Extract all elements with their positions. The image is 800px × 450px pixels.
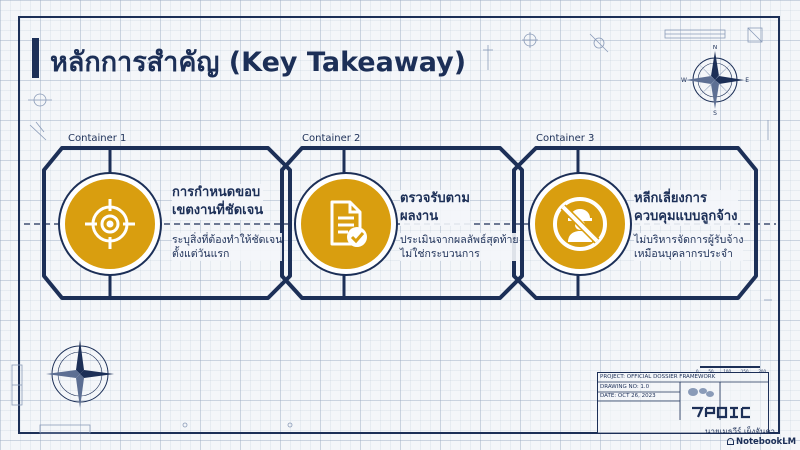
page-title: หลักการสำคัญ (Key Takeaway) [50,47,467,78]
drawing-line: DRAWING NO: 1.0 [600,384,650,390]
container-3-desc: ไม่บริหารจัดการผู้รับจ้าง เหมือนบุคลากรป… [634,233,744,261]
container-3-outline [512,146,758,300]
outer-frame [18,16,780,434]
container-3-label: Container 3 [536,133,595,144]
no-worker-icon [553,197,607,251]
project-line: PROJECT: OFFICIAL DOSSIER FRAMEWORK [600,374,716,380]
container-1-outline [42,146,292,300]
title-accent-bar [32,38,39,78]
notebooklm-brand: NotebookLM [727,437,796,447]
container-2-title: ตรวจรับตาม ผลงาน [400,190,470,226]
container-1-title: การกำหนดขอบ เขตงานที่ชัดเจน [172,184,264,220]
document-check-icon [330,200,367,247]
document-circle [296,174,396,274]
container-2-outline [280,146,524,300]
container-1-label: Container 1 [68,133,127,144]
container-3-title: หลีกเลี่ยงการ ควบคุมแบบลูกจ้าง [634,190,738,226]
compass-e: E [745,77,749,84]
container-1-desc: ระบุสิ่งที่ต้องทำให้ชัดเจน ตั้งแต่วันแรก [172,233,283,261]
container-2-desc: ประเมินจากผลลัพธ์สุดท้าย ไม่ใช่กระบวนการ [400,233,519,261]
no-worker-circle [530,174,630,274]
target-circle [60,174,160,274]
scale-bar [700,366,760,368]
world-map-icon [688,388,714,397]
target-crosshair-icon [85,199,135,249]
compass-w: W [681,77,687,84]
container-2-label: Container 2 [302,133,361,144]
signature-mark [692,406,750,419]
compass-s: S [713,110,717,115]
notebooklm-logo-icon [727,438,734,445]
compass-rose: N E W S [681,45,749,115]
date-line: DATE: OCT 26, 2023 [600,393,656,399]
compass-rose-large [46,340,114,408]
compass-n: N [713,45,718,51]
author-name: นายเมธวีร์ เผ็งจันดา [705,427,776,436]
